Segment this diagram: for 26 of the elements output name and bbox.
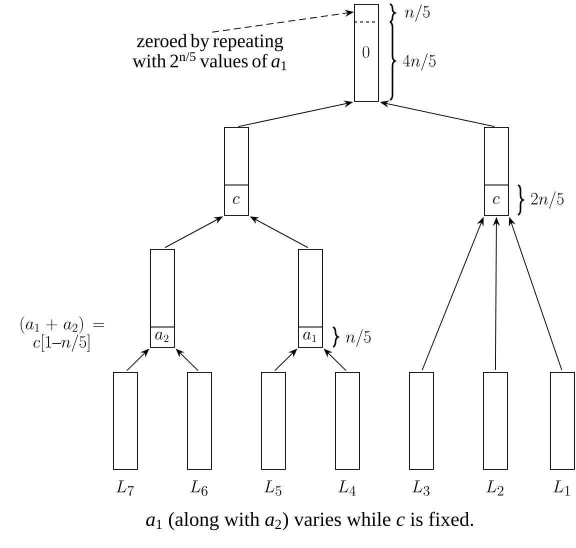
list-box xyxy=(483,372,508,470)
brace-label: $n/5$ xyxy=(346,329,371,347)
list-label: $L_5$ xyxy=(264,480,282,496)
vector-box: $a_2$ xyxy=(150,249,175,348)
list-box xyxy=(409,372,434,470)
brace-label: $4n/5$ xyxy=(402,53,436,71)
list-label: $L_1$ xyxy=(553,480,570,496)
list-label: $L_7$ xyxy=(116,480,134,496)
list-box xyxy=(335,372,360,470)
list-label: $L_6$ xyxy=(190,480,208,496)
equation-label: $(a_1 + a_2) = c[1\text{--}n/5]$ xyxy=(20,316,104,352)
vector-box: $0$ xyxy=(354,4,379,102)
list-box xyxy=(187,372,212,470)
list-box xyxy=(550,372,575,470)
caption: a$_{1}$ (along with a$_{2}$) varies while c is fixed. xyxy=(146,512,474,530)
list-label: $L_4$ xyxy=(338,480,356,496)
vector-box: $c$ xyxy=(224,127,249,216)
list-box xyxy=(113,372,138,470)
vector-box: $c$ xyxy=(484,127,509,216)
list-label: $L_2$ xyxy=(486,480,504,496)
brace-label: $n/5$ xyxy=(404,4,430,22)
list-label: $L_3$ xyxy=(412,480,430,496)
vector-box: $a_1$ xyxy=(298,249,323,348)
brace-label: $2n/5$ xyxy=(531,191,564,209)
annotation-text: zeroed by repeating with 2$^{n/5}$ values of a$_{1}$ xyxy=(132,34,286,70)
list-box xyxy=(261,372,286,470)
